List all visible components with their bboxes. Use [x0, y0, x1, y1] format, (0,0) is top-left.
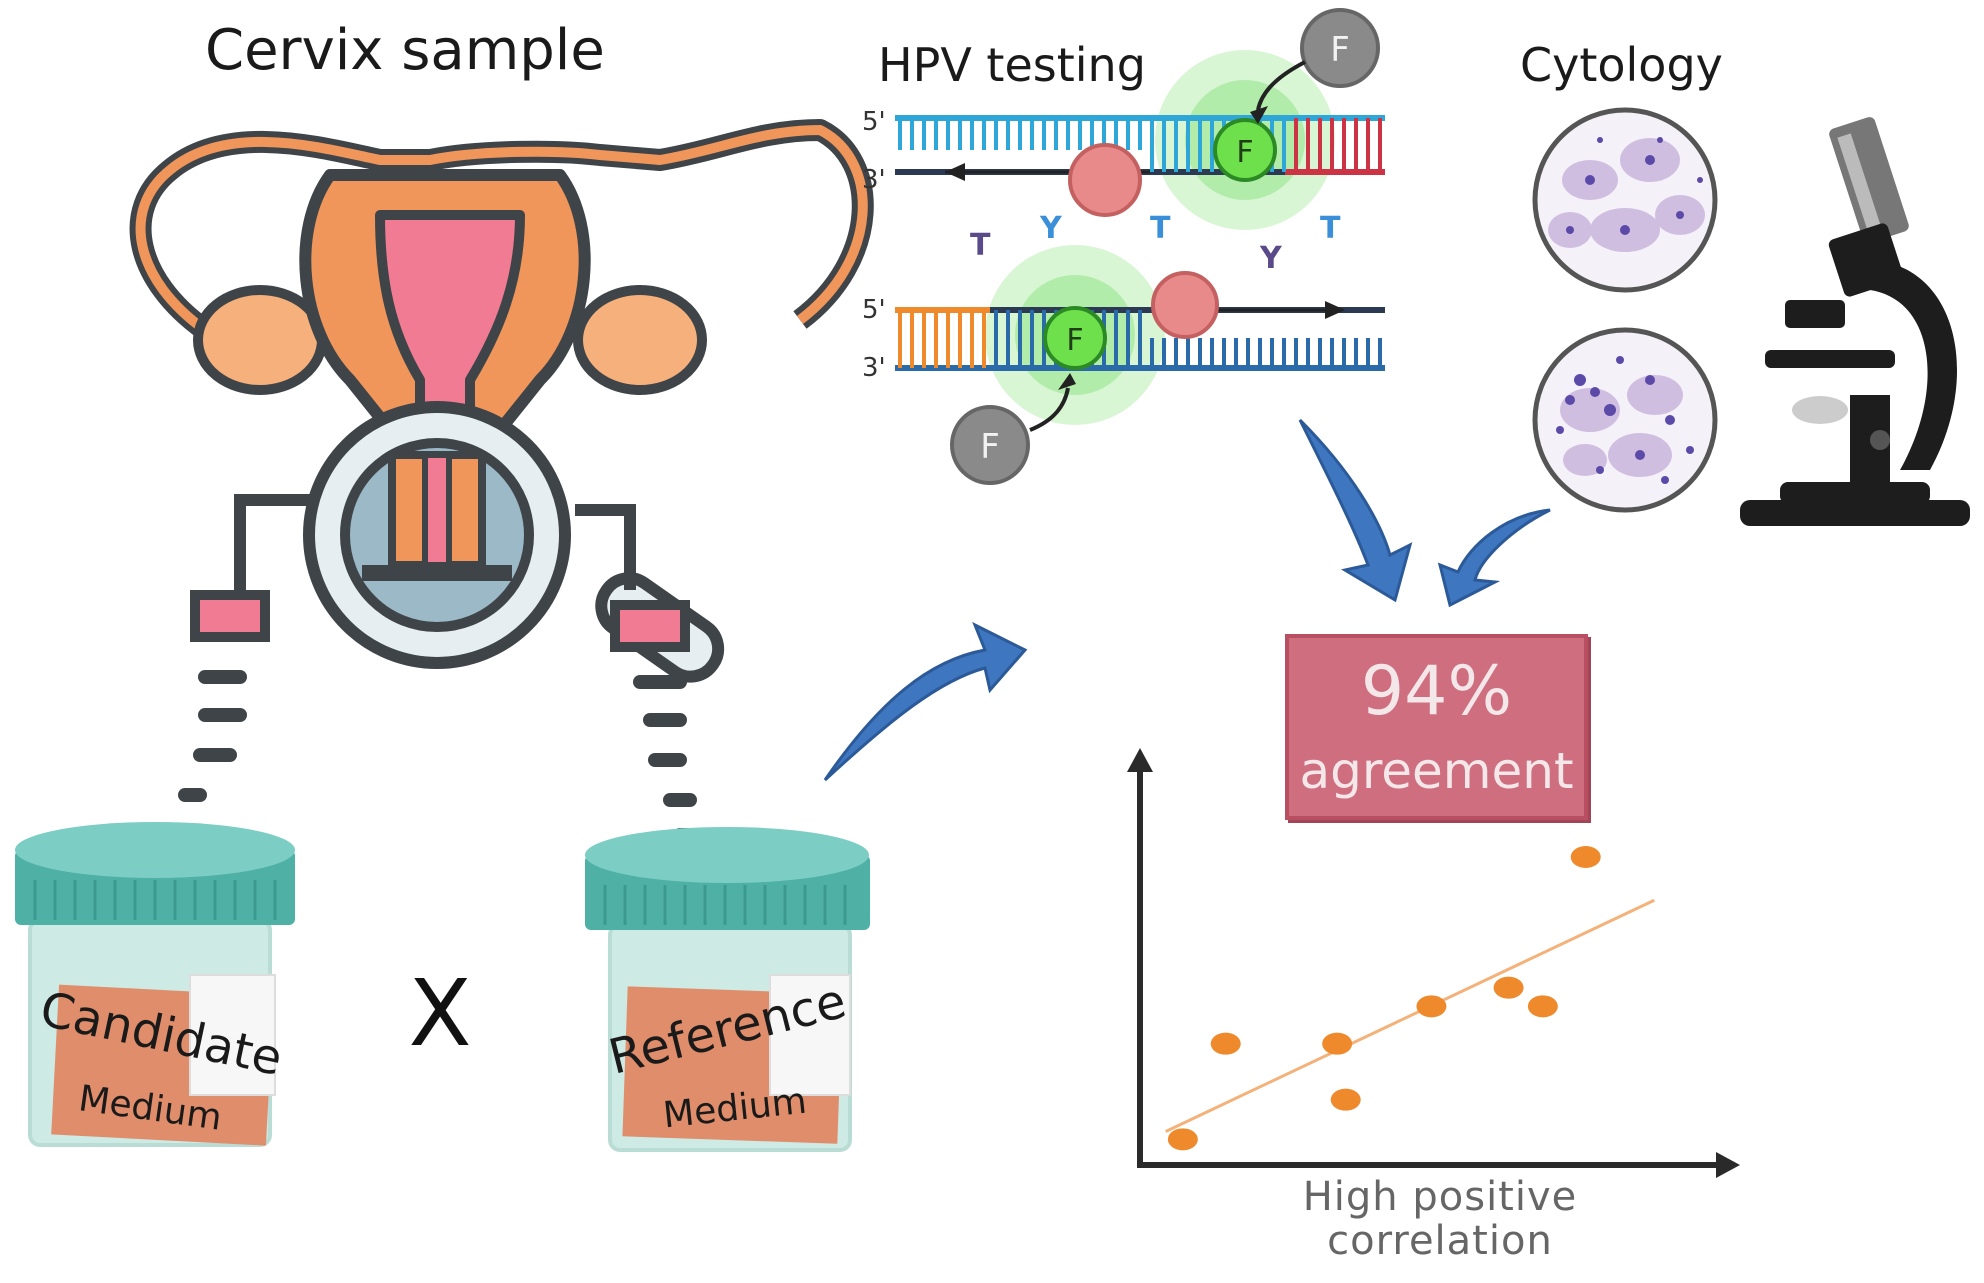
svg-text:T: T [970, 228, 991, 263]
cervix-sample-title: Cervix sample [205, 18, 605, 83]
free-fluor-bottom-label: F [980, 427, 1000, 467]
sample-brushes [234, 494, 636, 590]
scatter-point-5 [1322, 1032, 1353, 1055]
left-brush-head [190, 590, 270, 642]
bottom-three-prime: 3' [862, 353, 886, 383]
right-brush-head [610, 600, 690, 652]
dna-top-strand: F F 5' 3' [862, 8, 1385, 230]
scatter-point-4 [1330, 1088, 1361, 1111]
bottom-five-prime: 5' [862, 295, 886, 325]
arrow-hpv-to-result [1298, 418, 1413, 603]
versus-x: X [408, 960, 471, 1067]
free-nucleotides: T Y T Y T [970, 211, 1341, 276]
scatter-point-8 [1570, 846, 1601, 868]
agreement-percent: 94% [1360, 652, 1513, 731]
scatter-point-3 [1493, 976, 1524, 999]
scatter-point-2 [1210, 1032, 1241, 1055]
arrow-cytology-to-result [1437, 508, 1551, 608]
left-dashed-line [168, 670, 247, 842]
fluor-top-label: F [1236, 135, 1253, 170]
cytology-slide-bottom [1532, 327, 1718, 513]
fluor-bottom-label: F [1066, 323, 1083, 358]
chart-y-axis-arrow [1127, 748, 1153, 772]
agreement-word: agreement [1299, 742, 1574, 800]
svg-text:T: T [1150, 211, 1171, 246]
arrow-to-hpv [823, 621, 1028, 782]
reference-jar: Reference Medium [585, 827, 870, 1152]
top-three-prime: 3' [862, 165, 886, 195]
scatter-chart [1127, 748, 1740, 1178]
free-fluor-top-label: F [1330, 30, 1350, 70]
right-dashed-line [633, 675, 702, 842]
cytology-title: Cytology [1520, 38, 1723, 92]
correlation-caption: High positive correlation [1230, 1175, 1650, 1263]
chart-x-axis-arrow [1716, 1152, 1740, 1178]
svg-text:Y: Y [1259, 241, 1283, 276]
top-five-prime: 5' [862, 107, 886, 137]
dna-bottom-strand: F F 5' 3' [862, 245, 1385, 485]
hpv-testing-title: HPV testing [878, 38, 1146, 92]
candidate-jar: Candidate Medium [15, 822, 295, 1147]
chart-trendline [1165, 898, 1655, 1133]
scatter-point-1 [1167, 1128, 1198, 1151]
svg-text:Y: Y [1039, 211, 1063, 246]
magnifier-icon [303, 401, 725, 683]
microscope-icon [1740, 117, 1970, 526]
correlation-caption-line2: correlation [1327, 1218, 1553, 1264]
cytology-slide-top [1532, 107, 1718, 293]
scatter-point-6 [1416, 995, 1447, 1018]
svg-text:T: T [1320, 211, 1341, 246]
correlation-caption-line1: High positive [1302, 1174, 1578, 1220]
scatter-point-7 [1527, 995, 1558, 1018]
agreement-badge: 94% agreement [1285, 634, 1588, 820]
